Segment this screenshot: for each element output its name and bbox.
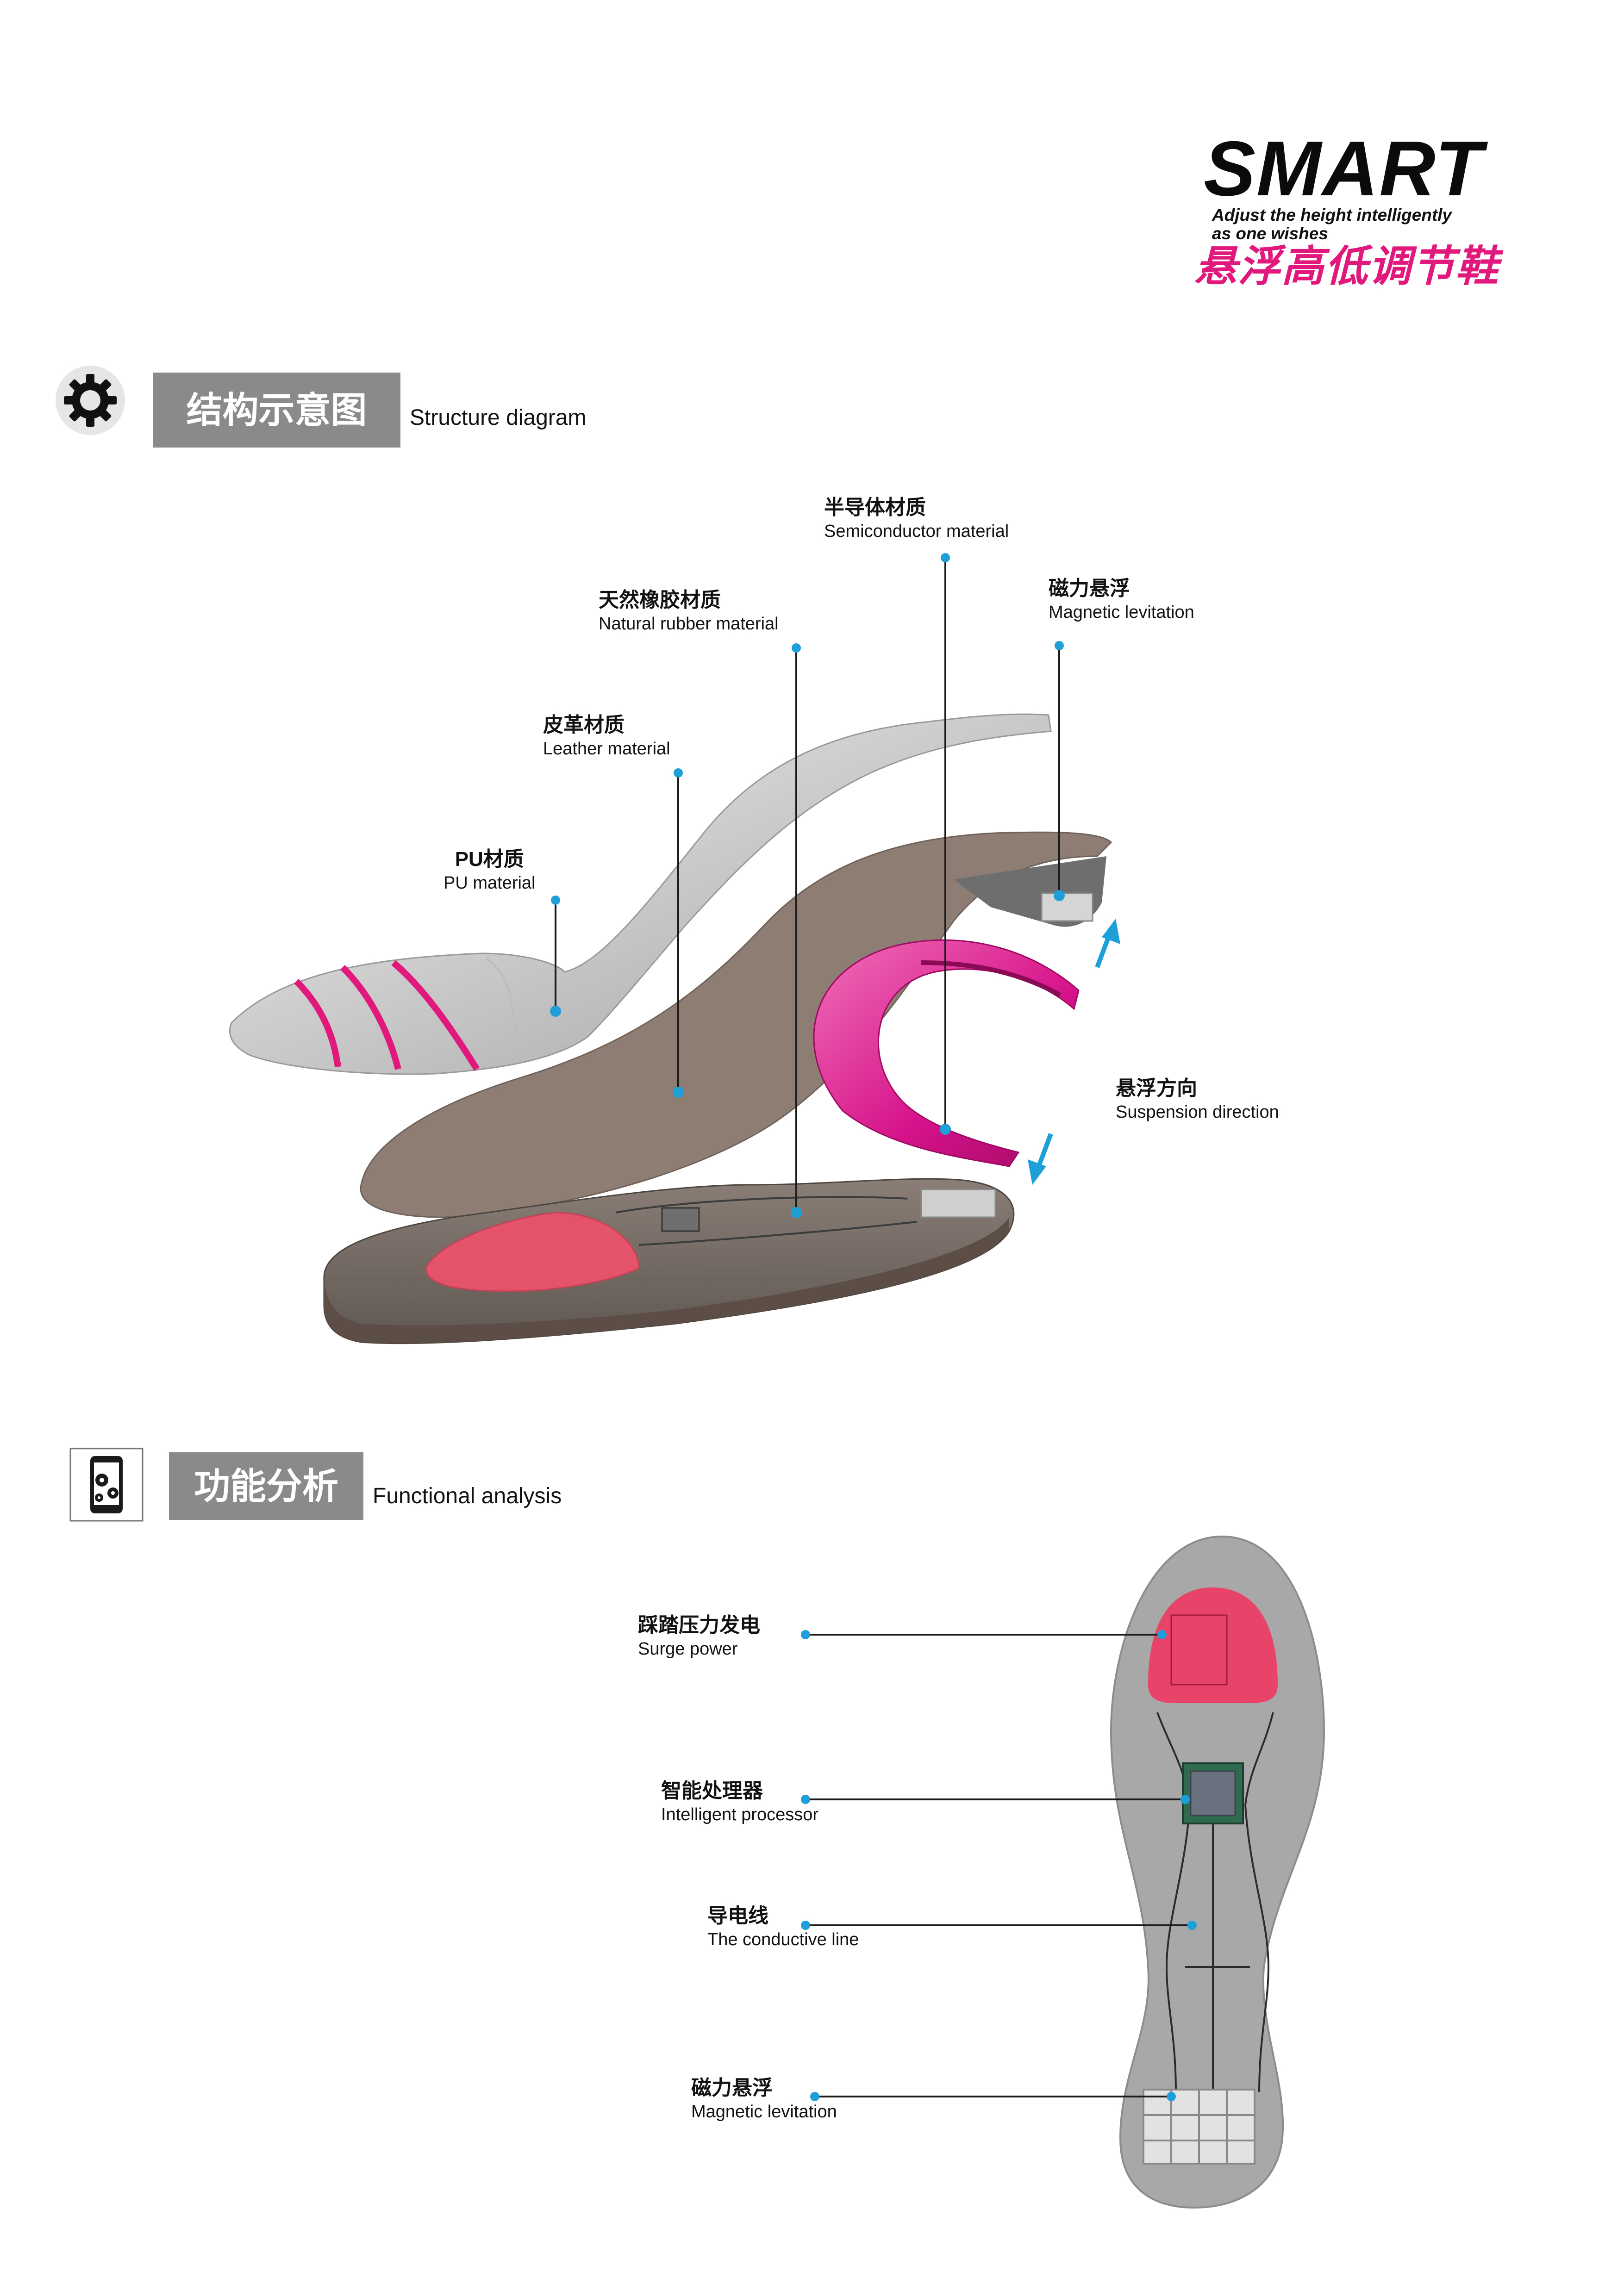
heel-magnet-block bbox=[954, 856, 1106, 927]
semiconductor-arch-edge bbox=[921, 960, 1062, 997]
structure-leader-lines bbox=[555, 558, 1060, 1213]
pu-upper-shell bbox=[229, 713, 1052, 1075]
leather-insole bbox=[360, 831, 1112, 1218]
label-leather: 皮革材质 Leather material bbox=[543, 714, 670, 759]
suspension-down-arrow bbox=[1028, 1133, 1053, 1185]
brand-tagline-line2: as one wishes bbox=[1212, 224, 1328, 243]
suspension-up-arrow bbox=[1095, 919, 1120, 968]
label-magnetic-levitation-bottom: 磁力悬浮 Magnetic levitation bbox=[691, 2077, 837, 2122]
label-pu: PU材质 PU material bbox=[443, 848, 536, 893]
structure-section-subtitle: Structure diagram bbox=[410, 405, 587, 430]
intelligent-processor-chip bbox=[1182, 1762, 1244, 1824]
brand-tagline: Adjust the height intelligently as one w… bbox=[1212, 206, 1499, 243]
gear-icon bbox=[56, 366, 125, 435]
label-magnetic-levitation-top: 磁力悬浮 Magnetic levitation bbox=[1049, 577, 1194, 622]
brand-tagline-line1: Adjust the height intelligently bbox=[1212, 205, 1452, 224]
brand-chinese-title: 悬浮高低调节鞋 bbox=[1194, 243, 1499, 290]
structure-leader-dots bbox=[550, 553, 1065, 1218]
function-section-title: 功能分析 bbox=[169, 1452, 363, 1520]
semiconductor-arch bbox=[813, 939, 1080, 1167]
label-surge-power: 踩踏压力发电 Surge power bbox=[638, 1614, 760, 1659]
label-intelligent-processor: 智能处理器 Intelligent processor bbox=[661, 1780, 819, 1824]
label-natural-rubber: 天然橡胶材质 Natural rubber material bbox=[599, 589, 779, 634]
pressure-generator-pad bbox=[1148, 1587, 1278, 1703]
label-conductive-line: 导电线 The conductive line bbox=[707, 1904, 859, 1949]
structure-section-title: 结构示意图 bbox=[153, 373, 400, 448]
brand-title: SMART bbox=[1204, 125, 1484, 212]
function-leader-dots bbox=[801, 1630, 1197, 2101]
label-semiconductor: 半导体材质 Semiconductor material bbox=[824, 496, 1009, 541]
function-leader-lines bbox=[806, 1634, 1192, 2097]
magnetic-levitation-grid bbox=[1143, 2089, 1255, 2165]
label-suspension-direction: 悬浮方向 Suspension direction bbox=[1116, 1077, 1279, 1122]
function-section-subtitle: Functional analysis bbox=[373, 1484, 562, 1508]
rubber-outsole bbox=[323, 1178, 1015, 1344]
conductive-lines bbox=[1156, 1712, 1274, 2097]
insole-outline bbox=[1110, 1535, 1325, 2209]
phone-gears-icon bbox=[69, 1448, 144, 1522]
